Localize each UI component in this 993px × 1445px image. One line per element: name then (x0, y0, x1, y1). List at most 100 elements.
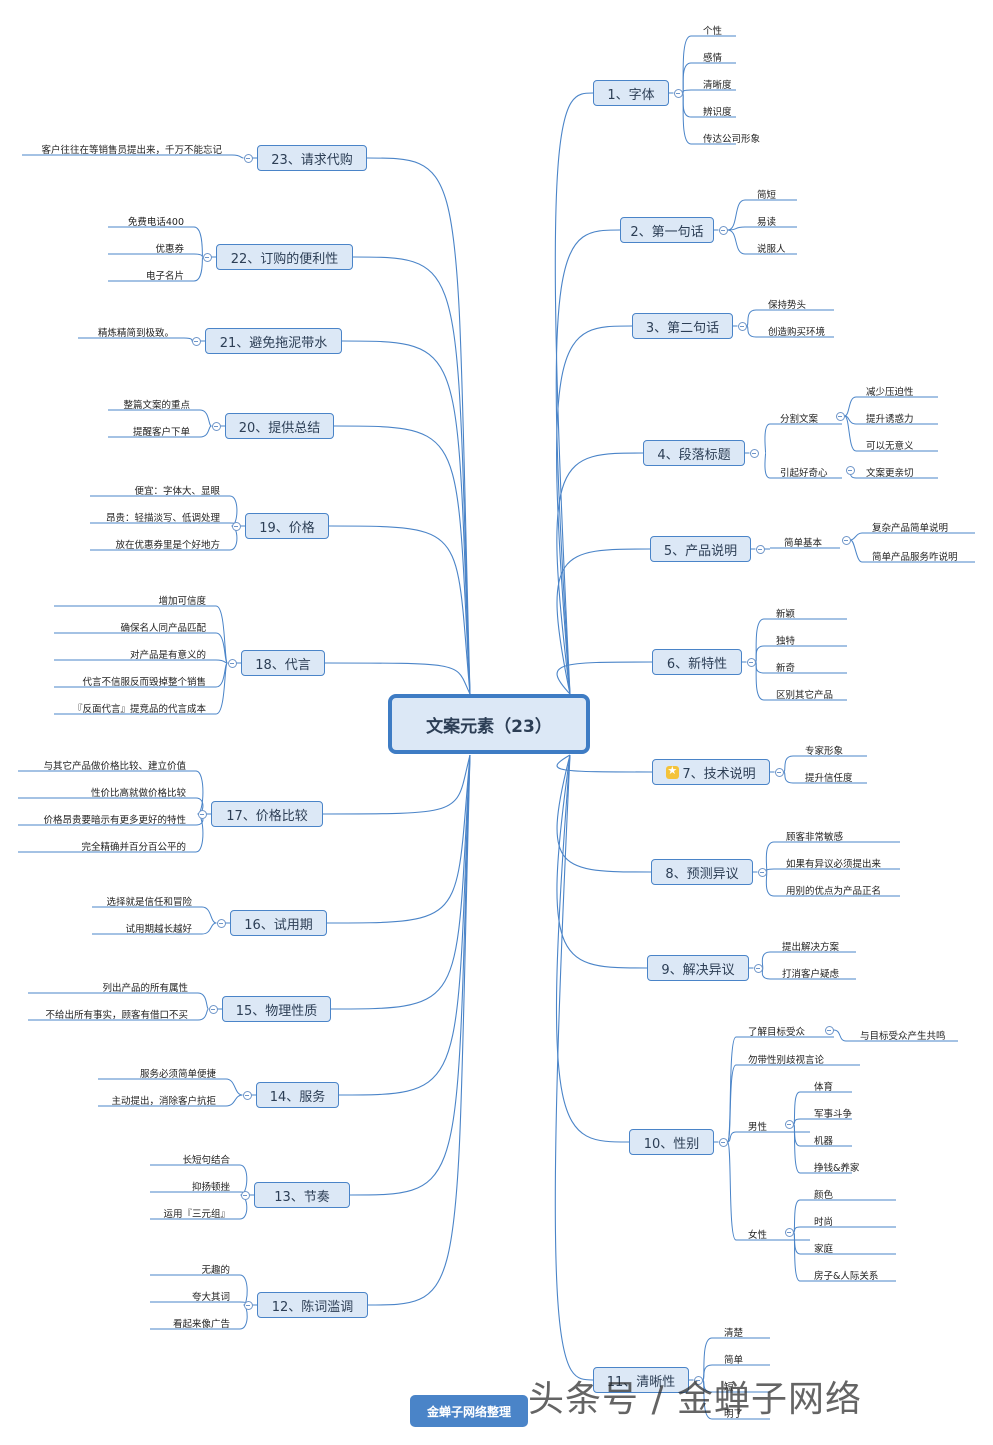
leaf-label: 列出产品的所有属性 (102, 983, 188, 994)
root-node[interactable]: 文案元素（23） (388, 694, 590, 754)
collapse-toggle-icon[interactable] (227, 658, 237, 668)
branch-node[interactable]: 1、字体 (593, 80, 669, 106)
leaf-label: 抑扬顿挫 (191, 1182, 230, 1193)
branch-node[interactable]: 16、试用期 (230, 910, 327, 936)
branch-label: 3、第二句话 (645, 320, 720, 336)
branch-node[interactable]: 21、避免拖泥带水 (205, 328, 342, 354)
collapse-toggle-icon[interactable] (757, 867, 767, 877)
branch-node[interactable]: 18、代言 (241, 650, 325, 676)
branch-node[interactable]: 12、陈词滥调 (257, 1292, 368, 1318)
branch-node[interactable]: 9、解决异议 (647, 955, 749, 981)
branch-label: 21、避免拖泥带水 (219, 335, 328, 351)
branch-node[interactable]: 10、性别 (629, 1129, 714, 1155)
sub-branch-label: 简单基本 (784, 538, 823, 549)
collapse-toggle-icon[interactable] (243, 1300, 253, 1310)
collapse-toggle-icon[interactable] (718, 1137, 728, 1147)
branch-label: 9、解决异议 (661, 962, 735, 978)
connector-line (554, 754, 594, 1381)
branch-node[interactable]: 15、物理性质 (222, 996, 331, 1022)
collapse-toggle-icon[interactable] (784, 1119, 794, 1129)
collapse-toggle-icon[interactable] (243, 153, 253, 163)
sub-branch-label: 引起好奇心 (780, 468, 828, 479)
branch-node[interactable]: 17、价格比较 (211, 801, 323, 827)
collapse-toggle-icon[interactable] (240, 1190, 250, 1200)
connector-line (193, 226, 203, 258)
branch-node[interactable]: 7、技术说明 (652, 759, 770, 785)
branch-node[interactable]: 2、第一句话 (620, 217, 714, 243)
branch-node[interactable]: 19、价格 (245, 513, 329, 539)
connector-line (850, 539, 863, 563)
connector-line (201, 906, 217, 924)
connector-line (555, 229, 621, 695)
branch-label: 7、技术说明 (682, 766, 756, 782)
branch-node[interactable]: 3、第二句话 (632, 313, 733, 339)
branch-node[interactable]: 14、服务 (256, 1082, 339, 1108)
collapse-toggle-icon[interactable] (845, 465, 855, 475)
collapse-toggle-icon[interactable] (824, 1025, 834, 1035)
collapse-toggle-icon[interactable] (202, 252, 212, 262)
connector-line (765, 841, 775, 873)
leaf-label: 房子&人际关系 (814, 1271, 879, 1282)
collapse-toggle-icon[interactable] (197, 809, 207, 819)
collapse-toggle-icon[interactable] (737, 321, 747, 331)
branch-node[interactable]: 4、段落标题 (643, 440, 745, 466)
connector-line (333, 425, 471, 695)
collapse-toggle-icon[interactable] (208, 1004, 218, 1014)
collapse-toggle-icon[interactable] (774, 767, 784, 777)
branch-label: 6、新特性 (666, 656, 728, 672)
branch-node[interactable]: 13、节奏 (254, 1182, 350, 1208)
leaf-label: 清楚 (724, 1328, 744, 1339)
branch-label: 2、第一句话 (630, 224, 704, 240)
collapse-toggle-icon[interactable] (216, 918, 226, 928)
collapse-toggle-icon[interactable] (755, 544, 765, 554)
collapse-toggle-icon[interactable] (242, 1090, 252, 1100)
branch-node[interactable]: 23、请求代购 (257, 145, 367, 171)
leaf-label: 独特 (776, 636, 796, 647)
connector-line (765, 871, 775, 897)
sub-branch-label: 勿带性别歧视言论 (748, 1055, 825, 1066)
connector-line (195, 813, 204, 853)
connector-line (322, 754, 471, 815)
branch-node[interactable]: 11、清晰性 (593, 1367, 689, 1393)
collapse-toggle-icon[interactable] (753, 963, 763, 973)
leaf-label: 主动提出，消除客户抗拒 (111, 1096, 216, 1107)
leaf-label: 复杂产品简单说明 (872, 523, 949, 534)
collapse-toggle-icon[interactable] (746, 657, 756, 667)
branch-node[interactable]: 20、提供总结 (225, 413, 334, 439)
connector-line (556, 452, 644, 695)
collapse-toggle-icon[interactable] (835, 411, 845, 421)
leaf-label: 新颖 (776, 609, 796, 620)
sub-branch-label: 女性 (748, 1230, 768, 1241)
leaf-label: 简短 (757, 190, 777, 201)
connector-line (850, 532, 863, 541)
connector-line (556, 548, 651, 695)
collapse-toggle-icon[interactable] (749, 448, 759, 458)
leaf-label: 无趣的 (201, 1265, 230, 1276)
collapse-toggle-icon[interactable] (784, 1227, 794, 1237)
leaf-label: 价格昂贵要暗示有更多更好的特性 (43, 815, 186, 826)
branch-node[interactable]: 6、新特性 (652, 649, 742, 675)
leaf-label: 与目标受众产生共鸣 (860, 1031, 946, 1042)
collapse-toggle-icon[interactable] (718, 225, 728, 235)
connector-line (555, 754, 630, 1143)
collapse-toggle-icon[interactable] (673, 88, 683, 98)
connector-line (844, 396, 857, 417)
collapse-toggle-icon[interactable] (211, 421, 221, 431)
branch-label: 18、代言 (255, 657, 311, 673)
connector-line (231, 154, 244, 159)
leaf-label: 感情 (703, 53, 723, 64)
sub-branch-label: 了解目标受众 (748, 1027, 806, 1038)
connector-line (755, 661, 765, 701)
collapse-toggle-icon[interactable] (191, 336, 201, 346)
leaf-label: 服务必须简单便捷 (139, 1069, 216, 1080)
collapse-toggle-icon[interactable] (231, 521, 241, 531)
connector-line (833, 1029, 847, 1042)
branch-node[interactable]: 22、订购的便利性 (216, 244, 353, 270)
branch-node[interactable]: 5、产品说明 (650, 536, 751, 562)
collapse-toggle-icon[interactable] (693, 1375, 703, 1385)
sub-branch-label: 男性 (748, 1122, 768, 1133)
collapse-toggle-icon[interactable] (841, 535, 851, 545)
leaf-label: 看起来像广告 (172, 1319, 230, 1330)
connector-line (183, 337, 193, 342)
branch-node[interactable]: 8、预测异议 (651, 859, 753, 885)
